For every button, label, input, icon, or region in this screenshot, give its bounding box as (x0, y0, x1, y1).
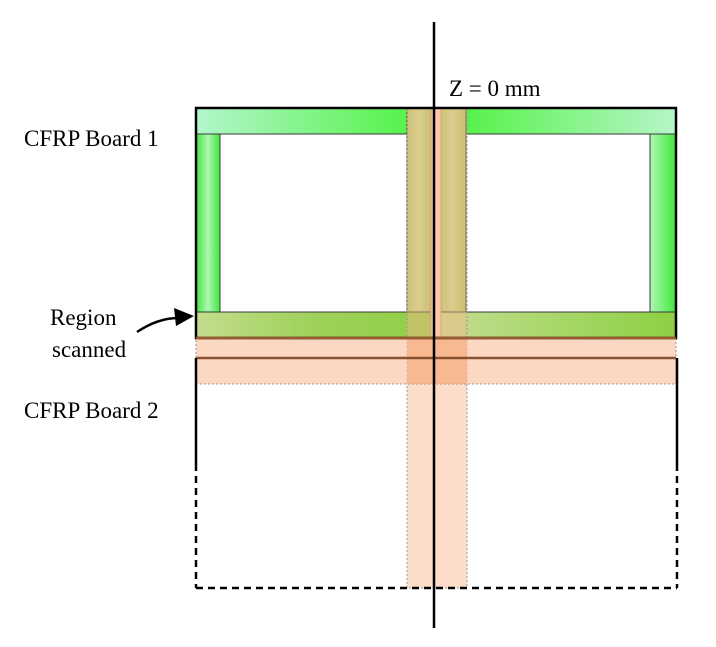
region-label-line1: Region (50, 305, 117, 330)
scan-intersection (407, 338, 467, 384)
region-arrow-head (174, 308, 194, 326)
board1-bottom-bar-right (439, 311, 677, 339)
cfrp-board-1 (195, 107, 677, 339)
board1-label: CFRP Board 1 (24, 126, 159, 151)
region-arrow (136, 308, 194, 334)
board1-top-bar-right (439, 107, 677, 135)
region-label-line2: scanned (52, 337, 127, 362)
region-arrow-shaft (136, 316, 179, 334)
board2-label: CFRP Board 2 (24, 398, 159, 423)
board1-bottom-bar-left (195, 311, 433, 339)
frame-outlines (194, 106, 679, 590)
board1-right-bar (649, 133, 677, 313)
scanned-region (195, 107, 677, 589)
z-zero-label: Z = 0 mm (449, 76, 541, 101)
board1-left-bar (195, 133, 221, 313)
board1-top-bar-left (195, 107, 433, 135)
